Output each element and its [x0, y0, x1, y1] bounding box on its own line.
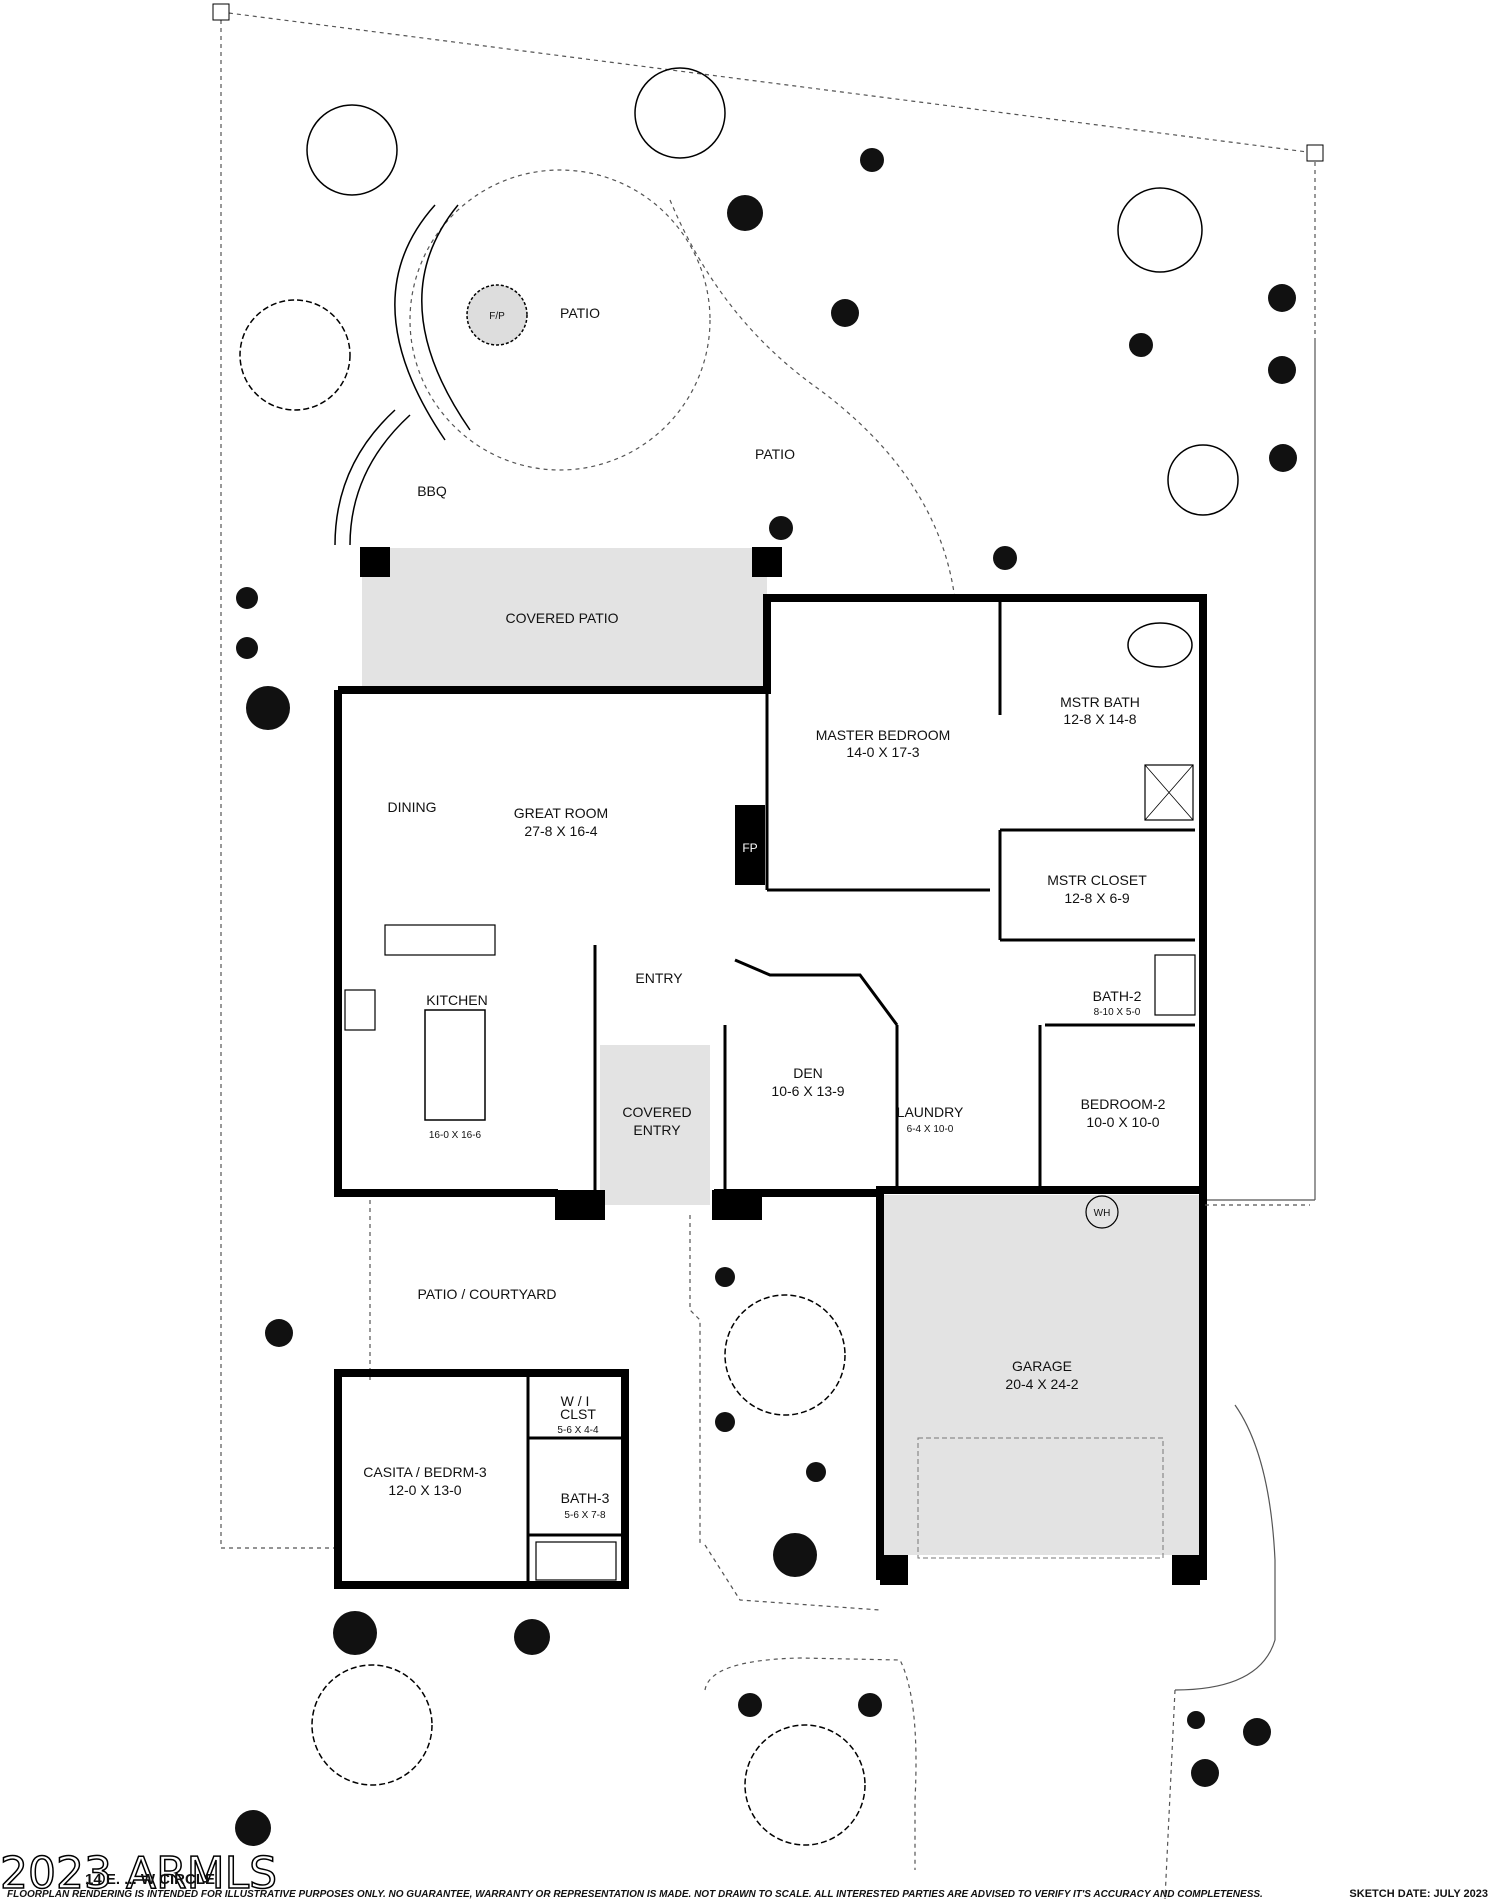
footer: 2023 ARMLS 14 E. ... W CIRCLE FLOORPLAN …	[0, 1847, 1488, 1899]
fixtures	[344, 622, 1196, 1121]
side-path	[704, 1204, 1310, 1899]
covered-entry-label-1: COVERED	[622, 1104, 691, 1120]
garage: WH GARAGE 20-4 X 24-2	[876, 1190, 1207, 1585]
sketch-date: SKETCH DATE: JULY 2023	[1349, 1888, 1488, 1899]
rear-patio: F/P PATIO PATIO BBQ	[334, 169, 956, 601]
laundry-label: LAUNDRY	[897, 1104, 964, 1120]
fire-pit-icon	[466, 284, 528, 346]
room-labels: MASTER BEDROOM 14-0 X 17-3 MSTR BATH 12-…	[388, 694, 1166, 1141]
tree-icon	[1117, 187, 1203, 273]
tree-icon	[744, 1724, 866, 1846]
great-room-label: GREAT ROOM	[514, 805, 608, 821]
casita: W / I CLST 5-6 X 4-4 CASITA / BEDRM-3 12…	[334, 1369, 629, 1589]
garage-dim: 20-4 X 24-2	[1005, 1376, 1078, 1392]
fireplace-label: FP	[742, 841, 757, 855]
mstr-bath-label: MSTR BATH	[1060, 694, 1140, 710]
mstr-bath-dim: 12-8 X 14-8	[1063, 711, 1136, 727]
disclaimer-text: FLOORPLAN RENDERING IS INTENDED FOR ILLU…	[7, 1889, 1263, 1899]
great-room-dim: 27-8 X 16-4	[524, 823, 597, 839]
laundry-dim: 6-4 X 10-0	[907, 1124, 954, 1135]
landscaping	[235, 67, 1297, 1846]
covered-patio: COVERED PATIO	[360, 547, 782, 688]
bedroom-2-dim: 10-0 X 10-0	[1086, 1114, 1159, 1130]
bath-3-label: BATH-3	[561, 1490, 610, 1506]
water-heater-label: WH	[1094, 1208, 1111, 1219]
bath-2-dim: 8-10 X 5-0	[1094, 1007, 1141, 1018]
bbq-label: BBQ	[417, 483, 447, 499]
mstr-closet-dim: 12-8 X 6-9	[1064, 890, 1130, 906]
master-bedroom-dim: 14-0 X 17-3	[846, 744, 919, 760]
watermark: 2023 ARMLS	[0, 1848, 277, 1899]
tree-icon	[634, 67, 726, 159]
property-boundary	[212, 3, 1324, 1549]
address-label: 14 E. ... W CIRCLE	[85, 1871, 215, 1888]
dining-label: DINING	[388, 799, 437, 815]
entry-label: ENTRY	[635, 970, 683, 986]
fire-pit-label: F/P	[489, 311, 505, 322]
mstr-closet-label: MSTR CLOSET	[1047, 872, 1147, 888]
tree-icon	[311, 1664, 433, 1786]
wi-clst-label-2: CLST	[560, 1406, 596, 1422]
tree-icon	[724, 1294, 846, 1416]
wi-clst-label-1: W / I	[561, 1393, 590, 1409]
courtyard: PATIO / COURTYARD	[369, 1200, 881, 1611]
covered-entry: COVERED ENTRY	[555, 1045, 762, 1220]
house-walls: FP	[334, 594, 1207, 1197]
kitchen-dim: 16-0 X 16-6	[429, 1130, 482, 1141]
wi-clst-dim: 5-6 X 4-4	[557, 1425, 599, 1436]
covered-patio-label: COVERED PATIO	[505, 610, 618, 626]
bath-3-dim: 5-6 X 7-8	[564, 1510, 606, 1521]
covered-entry-label-2: ENTRY	[633, 1122, 681, 1138]
bath-2-label: BATH-2	[1093, 988, 1142, 1004]
kitchen-label: KITCHEN	[426, 992, 487, 1008]
tree-icon	[239, 299, 351, 411]
patio-courtyard-label: PATIO / COURTYARD	[418, 1286, 557, 1302]
den-dim: 10-6 X 13-9	[771, 1083, 844, 1099]
garage-label: GARAGE	[1012, 1358, 1072, 1374]
tree-icon	[1167, 444, 1239, 516]
tree-icon	[306, 104, 398, 196]
patio-label: PATIO	[560, 305, 600, 321]
casita-dim: 12-0 X 13-0	[388, 1482, 461, 1498]
casita-label: CASITA / BEDRM-3	[363, 1464, 487, 1480]
den-label: DEN	[793, 1065, 823, 1081]
bedroom-2-label: BEDROOM-2	[1081, 1096, 1166, 1112]
master-bedroom-label: MASTER BEDROOM	[816, 727, 951, 743]
patio-label-2: PATIO	[755, 446, 795, 462]
